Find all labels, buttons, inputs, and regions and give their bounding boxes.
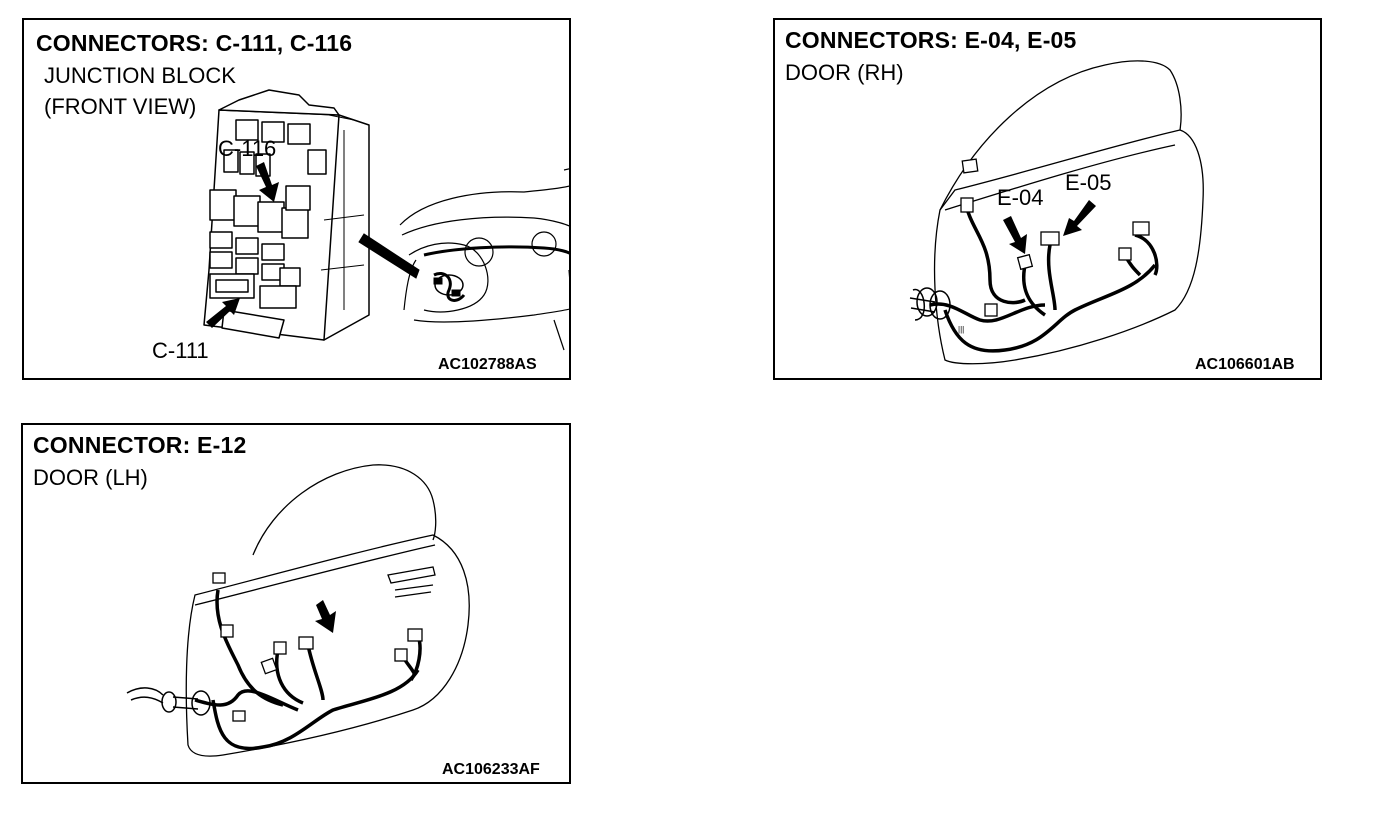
callout-label-e05: E-05 <box>1065 170 1112 195</box>
callout-label-c116: C-116 <box>218 136 277 161</box>
panel-subtitle-view: (FRONT VIEW) <box>44 94 197 119</box>
panel-title: CONNECTORS: E-04, E-05 <box>785 27 1077 53</box>
panel-junction-block: CONNECTORS: C-111, C-116 JUNCTION BLOCK … <box>22 18 571 380</box>
panel-subtitle: DOOR (LH) <box>33 465 148 490</box>
figure-code: AC106233AF <box>442 761 540 778</box>
panel-subtitle: JUNCTION BLOCK <box>44 63 236 88</box>
panel-door-lh: CONNECTOR: E-12 DOOR (LH) AC106233AF <box>21 423 571 784</box>
callout-label-e04: E-04 <box>997 185 1044 210</box>
panel-door-rh: ||| CONNECTORS: E-04, E-05 DOOR (RH) E-0… <box>773 18 1322 380</box>
svg-text:|||: ||| <box>958 325 964 334</box>
callout-label-c111: C-111 <box>152 338 209 363</box>
panel-subtitle: DOOR (RH) <box>785 60 904 85</box>
junction-block-illustration <box>203 89 569 351</box>
figure-code: AC106601AB <box>1195 356 1295 373</box>
panel-title: CONNECTORS: C-111, C-116 <box>36 30 353 56</box>
door-rh-illustration: ||| <box>909 60 1204 365</box>
panel-title: CONNECTOR: E-12 <box>33 432 247 458</box>
figure-code: AC102788AS <box>438 356 537 373</box>
door-lh-illustration <box>126 464 470 757</box>
